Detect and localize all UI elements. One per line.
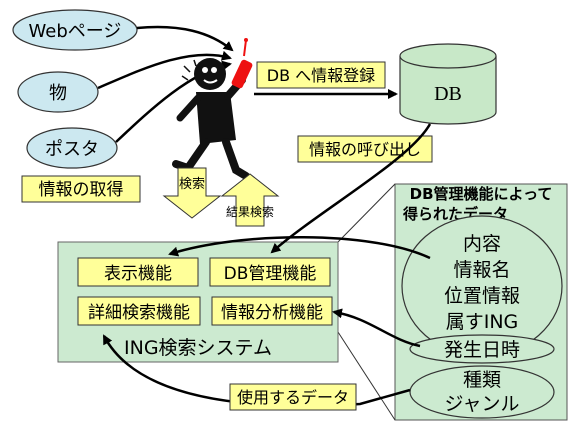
web-source-label: Webページ xyxy=(29,21,122,42)
data-item: 属すING xyxy=(446,311,519,333)
poster-source-label: ポスタ xyxy=(45,139,99,160)
data-item: 種類 xyxy=(463,369,501,391)
type-oval xyxy=(409,365,555,419)
detail-search-function-box xyxy=(77,296,201,326)
db-mgmt-function-box xyxy=(209,257,331,287)
date-oval xyxy=(409,334,555,364)
thing-source-label: 物 xyxy=(49,83,67,104)
use-data-label: 使用するデータ xyxy=(237,388,349,407)
panel-connector xyxy=(337,331,396,421)
thing-to-person-arrow xyxy=(97,50,232,90)
data-item: ジャンル xyxy=(444,393,519,415)
analysis-function-label: 情報分析機能 xyxy=(221,303,323,323)
system-title: ING検索システム xyxy=(124,337,272,359)
call-info-label: 情報の呼び出し xyxy=(309,140,421,159)
panel-to-display-arrow xyxy=(168,236,431,260)
db-mgmt-function-label: DB管理機能 xyxy=(224,264,317,284)
poster-source-oval xyxy=(26,127,118,169)
analysis-function-box xyxy=(211,296,333,326)
data-item: 情報名 xyxy=(453,259,510,281)
detail-search-function-label: 詳細検索機能 xyxy=(88,303,190,323)
display-function-label: 表示機能 xyxy=(104,264,172,284)
data-item: 内容 xyxy=(463,233,501,255)
phone-icon xyxy=(231,38,253,89)
result-arrow-label: 結果検索 xyxy=(226,205,274,219)
thing-source-oval xyxy=(17,71,99,113)
data-item: 位置情報 xyxy=(444,285,520,307)
result-arrow xyxy=(220,173,280,227)
register-label: DB へ情報登録 xyxy=(267,66,375,85)
web-to-person-arrow xyxy=(136,25,234,52)
register-label-box xyxy=(256,61,386,89)
web-source-oval xyxy=(12,9,138,51)
db-label: DB xyxy=(434,83,462,105)
data-item: 発生日時 xyxy=(444,339,520,361)
get-info-label-box xyxy=(21,175,141,203)
panel-to-analysis-arrow xyxy=(332,308,421,348)
db-cylinder: DB xyxy=(399,43,497,125)
display-function-box xyxy=(77,257,199,287)
data-panel-title-line1: DB管理機能によって xyxy=(410,185,553,203)
search-arrow-label: 検索 xyxy=(179,177,205,192)
panel-connector xyxy=(337,183,396,243)
get-info-label: 情報の取得 xyxy=(39,180,124,200)
use-data-label-box xyxy=(229,383,357,411)
search-arrow xyxy=(162,167,222,219)
